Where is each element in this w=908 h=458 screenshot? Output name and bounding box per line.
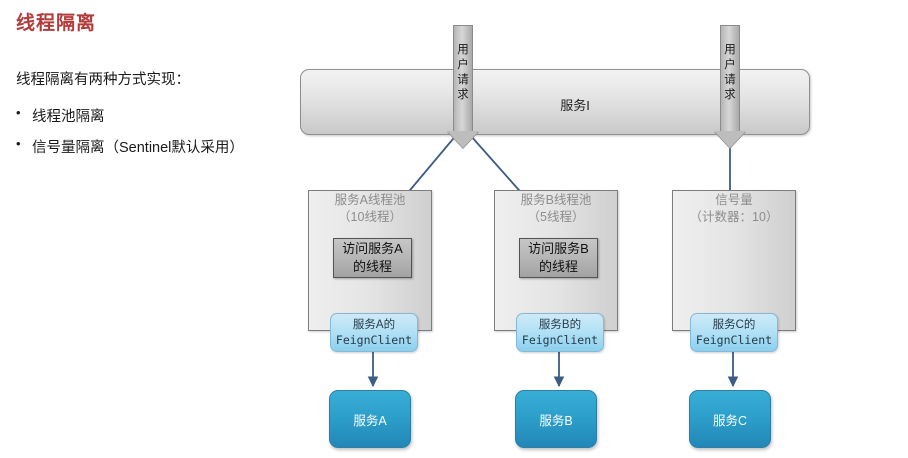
semaphore-caption-c: 信号量 （计数器：10） xyxy=(662,192,806,226)
page-title: 线程隔离 xyxy=(16,13,97,34)
user-request-label: 用户请求 xyxy=(457,44,469,101)
thread-worker-line2: 的线程 xyxy=(352,259,392,274)
thread-pool-subtitle: （10线程） xyxy=(338,210,402,224)
list-item: • 信号量隔离（Sentinel默认采用） xyxy=(16,136,244,157)
semaphore-subtitle: （计数器：10） xyxy=(689,210,779,224)
service-node-c: 服务C xyxy=(689,390,771,448)
thread-worker-line1: 访问服务B xyxy=(528,241,589,256)
feign-client-box-b: 服务B的 FeignClient xyxy=(516,313,604,352)
feign-client-box-c: 服务C的 FeignClient xyxy=(690,313,778,352)
arrow-shaft xyxy=(453,25,473,132)
thread-worker-line2: 的线程 xyxy=(538,259,578,274)
thread-pool-title: 服务B线程池 xyxy=(520,193,592,207)
semaphore-container-c xyxy=(672,190,796,331)
thread-pool-caption-a: 服务A线程池 （10线程） xyxy=(298,192,442,226)
thread-worker-box-a: 访问服务A 的线程 xyxy=(333,238,412,278)
bullet-marker-icon: • xyxy=(16,136,21,151)
list-item: • 线程池隔离 xyxy=(16,105,105,126)
bullet-marker-icon: • xyxy=(16,105,21,120)
thread-pool-subtitle: （5线程） xyxy=(527,210,585,224)
thread-worker-line1: 访问服务A xyxy=(342,241,403,256)
feign-client-name: FeignClient xyxy=(335,332,413,347)
thread-pool-title: 服务A线程池 xyxy=(334,193,406,207)
user-request-arrow-right: 用户请求 xyxy=(714,25,746,148)
service-node-a: 服务A xyxy=(329,390,411,448)
feign-client-owner: 服务A的 xyxy=(352,318,396,331)
thread-pool-caption-b: 服务B线程池 （5线程） xyxy=(484,192,628,226)
feign-client-box-a: 服务A的 FeignClient xyxy=(330,313,418,352)
arrow-shaft xyxy=(720,25,740,132)
arrow-head-icon xyxy=(714,131,746,148)
semaphore-title: 信号量 xyxy=(715,193,753,207)
feign-client-owner: 服务C的 xyxy=(712,318,756,331)
feign-client-name: FeignClient xyxy=(695,332,773,347)
service-i-label: 服务I xyxy=(560,98,590,113)
service-node-b: 服务B xyxy=(515,390,597,448)
user-request-arrow-left: 用户请求 xyxy=(447,25,479,148)
list-item-label: 信号量隔离（Sentinel默认采用） xyxy=(32,140,244,156)
user-request-label: 用户请求 xyxy=(724,44,736,101)
feign-client-owner: 服务B的 xyxy=(538,318,582,331)
thread-worker-box-b: 访问服务B 的线程 xyxy=(519,238,598,278)
intro-text: 线程隔离有两种方式实现： xyxy=(16,72,190,88)
feign-client-name: FeignClient xyxy=(521,332,599,347)
arrow-head-icon xyxy=(447,131,479,148)
list-item-label: 线程池隔离 xyxy=(32,109,105,125)
